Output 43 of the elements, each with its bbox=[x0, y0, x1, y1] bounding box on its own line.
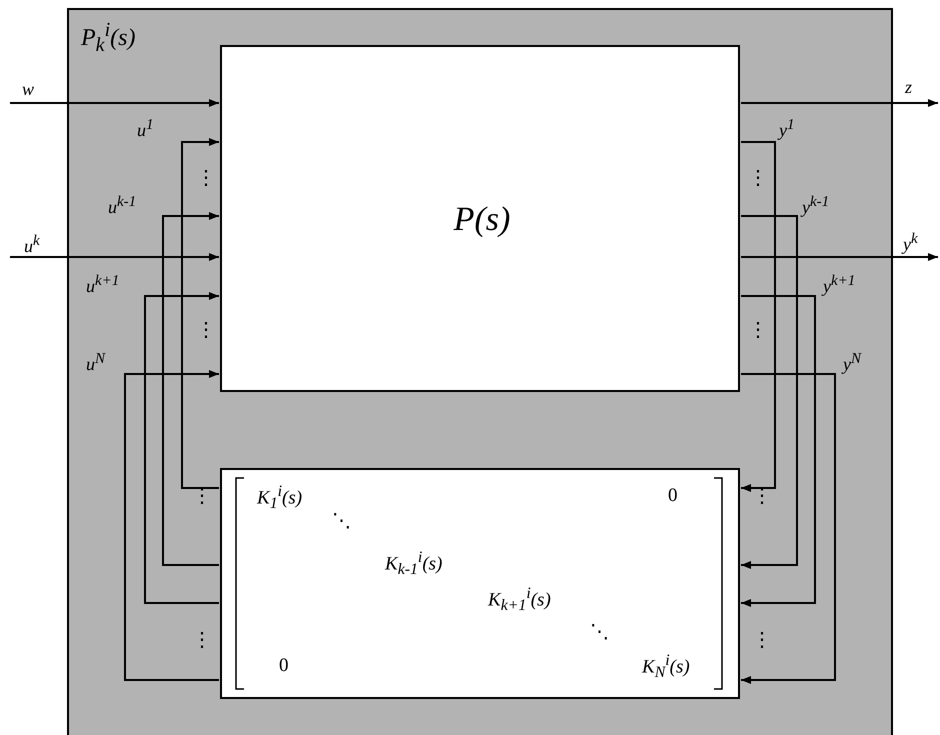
plant-label: P(s) bbox=[454, 203, 510, 237]
arrow bbox=[162, 212, 219, 566]
edge-label: y$^{k+1}$ bbox=[823, 274, 856, 295]
matrix-entry: K$_{k-1}$$^{i}$(s) bbox=[385, 550, 442, 578]
outer-system-box bbox=[67, 8, 893, 735]
vertical-ellipsis: ⋮ bbox=[196, 320, 216, 340]
vertical-ellipsis: ⋮ bbox=[196, 168, 216, 188]
vertical-ellipsis: ⋮ bbox=[748, 168, 768, 188]
arrow bbox=[741, 373, 836, 684]
edge-label: z bbox=[905, 78, 912, 96]
diagonal-ellipsis: ⋱ bbox=[332, 512, 351, 531]
edge-label: u$^{N}$ bbox=[86, 352, 106, 373]
matrix-entry: 0 bbox=[668, 486, 678, 505]
matrix-entry: 0 bbox=[279, 656, 288, 675]
arrow bbox=[124, 370, 219, 681]
diagonal-ellipsis: ⋱ bbox=[590, 623, 609, 642]
arrow bbox=[741, 295, 816, 607]
edge-label: w bbox=[22, 80, 34, 98]
matrix-entry: K$_{1}$$^{i}$(s) bbox=[257, 484, 302, 512]
arrow bbox=[741, 99, 938, 107]
edge-label: u$^{k-1}$ bbox=[108, 195, 136, 216]
edge-label: y$^{k-1}$ bbox=[802, 195, 830, 216]
edge-label: u$^{1}$ bbox=[137, 118, 154, 139]
arrow bbox=[10, 253, 219, 261]
arrow bbox=[741, 141, 776, 492]
arrow bbox=[10, 99, 219, 107]
edge-label: u$^{k+1}$ bbox=[86, 274, 120, 295]
arrow bbox=[741, 253, 938, 261]
edge-label: u$^{k}$ bbox=[24, 234, 40, 255]
controller-matrix-box bbox=[220, 468, 740, 699]
matrix-entry: K$_{N}$$^{i}$(s) bbox=[642, 653, 690, 681]
plant-box bbox=[220, 45, 740, 392]
edge-label: y$^{1}$ bbox=[779, 118, 794, 139]
edge-label: y$^{k}$ bbox=[903, 232, 918, 253]
arrow bbox=[741, 215, 798, 569]
arrow bbox=[181, 138, 219, 489]
vertical-ellipsis: ⋮ bbox=[752, 630, 772, 650]
vertical-ellipsis: ⋮ bbox=[192, 630, 212, 650]
arrow bbox=[144, 292, 219, 604]
system-title: P$_{k}$$^{i}$(s) bbox=[81, 20, 136, 55]
matrix-entry: K$_{k+1}$$^{i}$(s) bbox=[488, 586, 551, 614]
vertical-ellipsis: ⋮ bbox=[748, 320, 768, 340]
edge-label: y$^{N}$ bbox=[843, 352, 862, 373]
